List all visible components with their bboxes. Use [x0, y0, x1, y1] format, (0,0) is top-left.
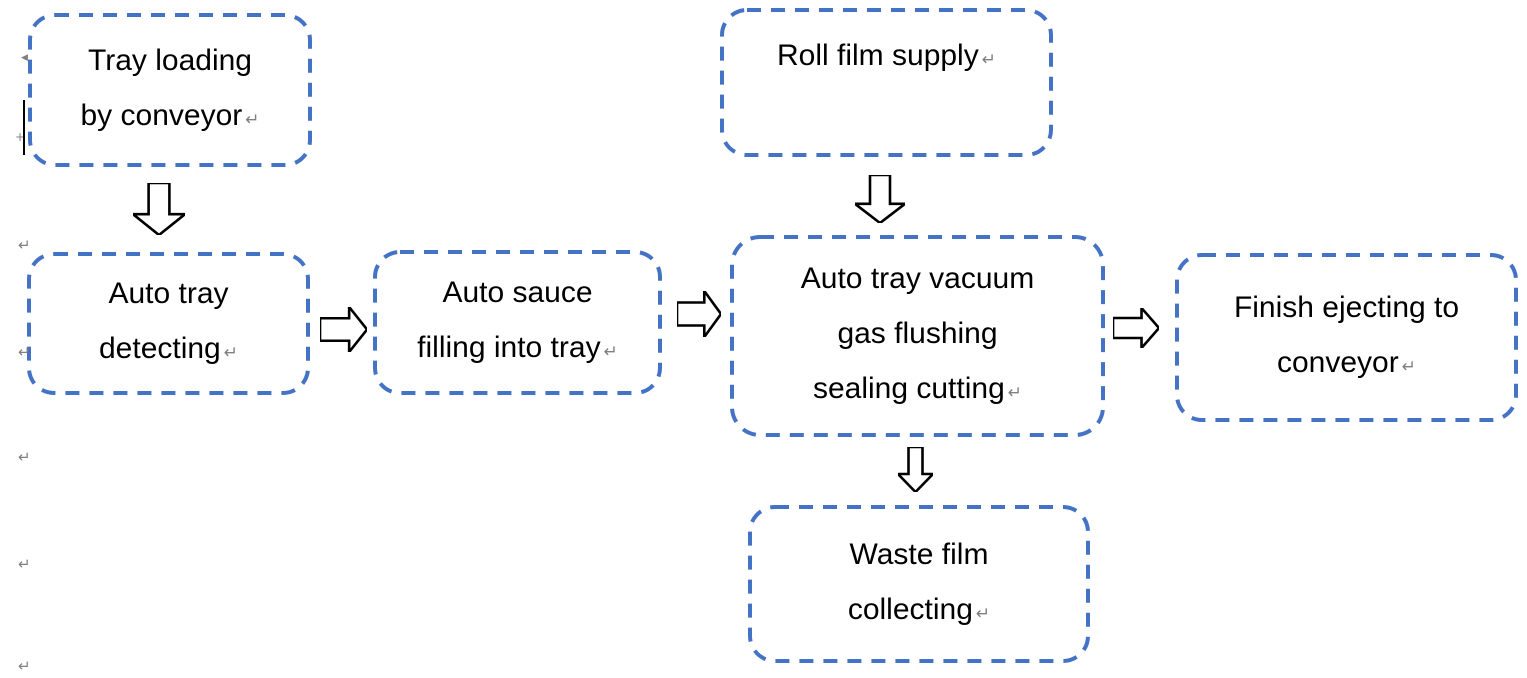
node-label: Auto sauce filling into tray↵ — [417, 265, 618, 380]
node-label: Auto tray detecting↵ — [99, 266, 238, 381]
node-tray-loading: Tray loading by conveyor↵ — [28, 13, 312, 167]
dashed-box-border — [373, 250, 662, 395]
label-line: Waste film — [849, 537, 989, 571]
node-finish-ejecting: Finish ejecting to conveyor↵ — [1175, 253, 1518, 422]
node-label: Waste film collecting↵ — [848, 527, 990, 642]
paragraph-return-mark-icon: ↵ — [18, 343, 31, 361]
text-cursor[interactable] — [23, 100, 25, 155]
label-line: collecting↵ — [847, 592, 991, 626]
label-line: gas flushing — [837, 317, 998, 350]
node-roll-film-supply: Roll film supply↵ — [720, 8, 1053, 157]
dashed-box-border — [27, 252, 310, 395]
object-anchor-icon: + — [15, 130, 26, 144]
label-line: sealing cutting↵ — [812, 372, 1023, 405]
dashed-box-border — [730, 235, 1105, 437]
right-arrow-detecting-to-sauce-icon — [320, 307, 367, 352]
label-line: Auto sauce — [442, 276, 593, 309]
paragraph-return-mark-icon: ↵ — [18, 657, 31, 675]
down-arrow-vacuum-to-waste-icon — [898, 447, 933, 492]
label-line: Tray loading — [88, 43, 252, 77]
paragraph-return-mark-icon: ↵ — [18, 448, 31, 466]
node-label: Auto tray vacuum gas flushing sealing cu… — [801, 251, 1034, 421]
label-line: by conveyor↵ — [80, 98, 260, 132]
down-arrow-rollfilm-to-vacuum-icon — [855, 175, 905, 223]
node-auto-sauce-filling: Auto sauce filling into tray↵ — [373, 250, 662, 395]
return-mark-icon: ↵ — [245, 109, 260, 130]
dashed-box-border — [748, 505, 1090, 663]
return-mark-icon: ↵ — [223, 343, 238, 363]
node-label: Finish ejecting to conveyor↵ — [1234, 280, 1459, 395]
label-line: filling into tray↵ — [417, 331, 618, 364]
label-line: Auto tray — [108, 277, 229, 310]
paragraph-return-mark-icon: ↵ — [18, 555, 31, 573]
label-line: conveyor↵ — [1277, 346, 1416, 379]
return-mark-icon: ↵ — [1007, 383, 1023, 403]
label-line: detecting↵ — [98, 332, 238, 365]
right-arrow-sauce-to-vacuum-icon — [677, 291, 721, 337]
return-mark-icon: ↵ — [1401, 357, 1416, 377]
paragraph-return-mark-icon: ↵ — [18, 236, 31, 254]
node-label: Roll film supply↵ — [777, 8, 996, 88]
node-auto-tray-detecting: Auto tray detecting↵ — [27, 252, 310, 395]
right-arrow-vacuum-to-finish-icon — [1113, 308, 1159, 348]
node-label: Tray loading by conveyor↵ — [81, 33, 260, 148]
node-waste-film-collecting: Waste film collecting↵ — [748, 505, 1090, 663]
resize-handle-icon: ◀ — [21, 53, 28, 63]
label-line: Auto tray vacuum — [800, 262, 1035, 295]
dashed-box-border — [720, 8, 1053, 157]
label-line: Finish ejecting to — [1233, 291, 1460, 324]
dashed-box-border — [28, 13, 312, 167]
return-mark-icon: ↵ — [603, 342, 618, 362]
down-arrow-tray-to-detecting-icon — [133, 183, 185, 235]
label-line: Roll film supply↵ — [777, 39, 996, 72]
return-mark-icon: ↵ — [975, 603, 991, 624]
dashed-box-border — [1175, 253, 1518, 422]
return-mark-icon: ↵ — [981, 50, 996, 70]
node-vacuum-sealing: Auto tray vacuum gas flushing sealing cu… — [730, 235, 1105, 437]
